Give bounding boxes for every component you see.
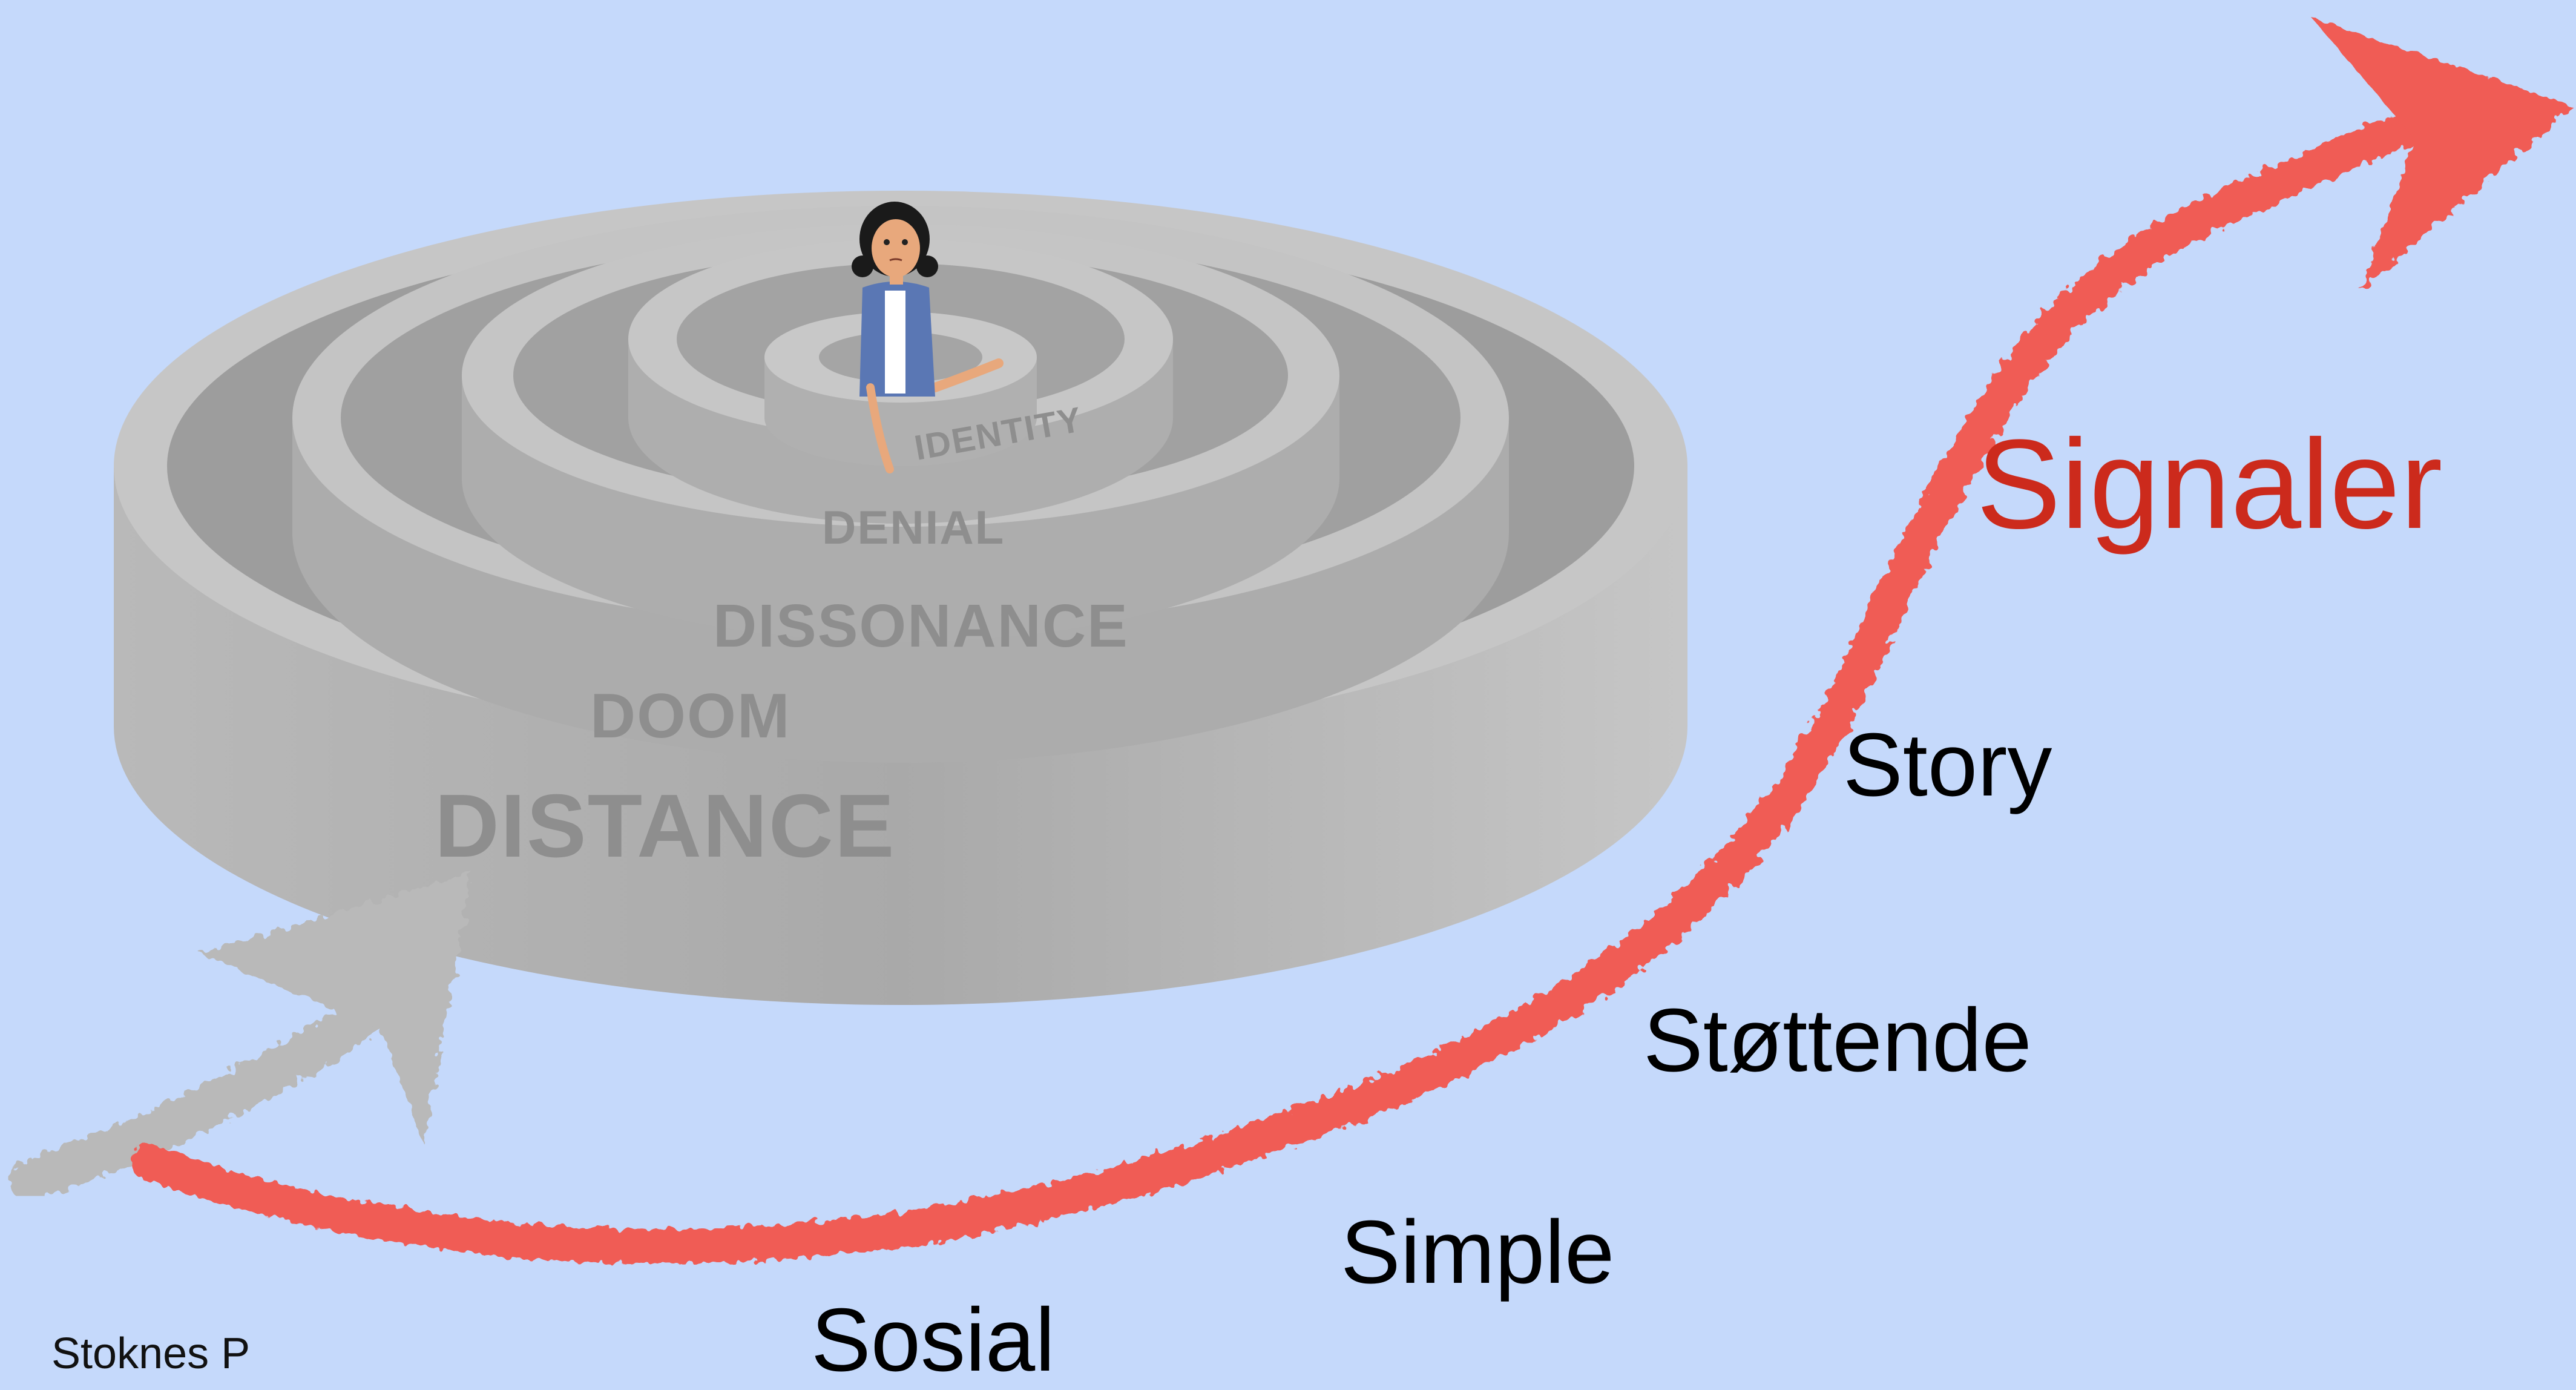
person-figure [852, 202, 1004, 473]
label-stottende: Støttende [1643, 990, 2032, 1090]
label-simple: Simple [1341, 1202, 1615, 1302]
ring-label-denial: DENIAL [822, 501, 1005, 554]
ring-label-doom: DOOM [590, 681, 791, 751]
label-sosial: Sosial [811, 1290, 1056, 1390]
label-signaler: Signaler [1976, 413, 2443, 555]
red-rising-arrow [131, 18, 2572, 1264]
ring-label-dissonance: DISSONANCE [713, 592, 1129, 660]
label-story: Story [1843, 715, 2052, 815]
maze: IDENTITY DENIAL DISSONANCE DOOM DISTANCE [114, 191, 1687, 1005]
source-credit: Stoknes P [51, 1329, 251, 1378]
ring-label-distance: DISTANCE [435, 776, 896, 876]
grey-arrow [9, 872, 472, 1202]
